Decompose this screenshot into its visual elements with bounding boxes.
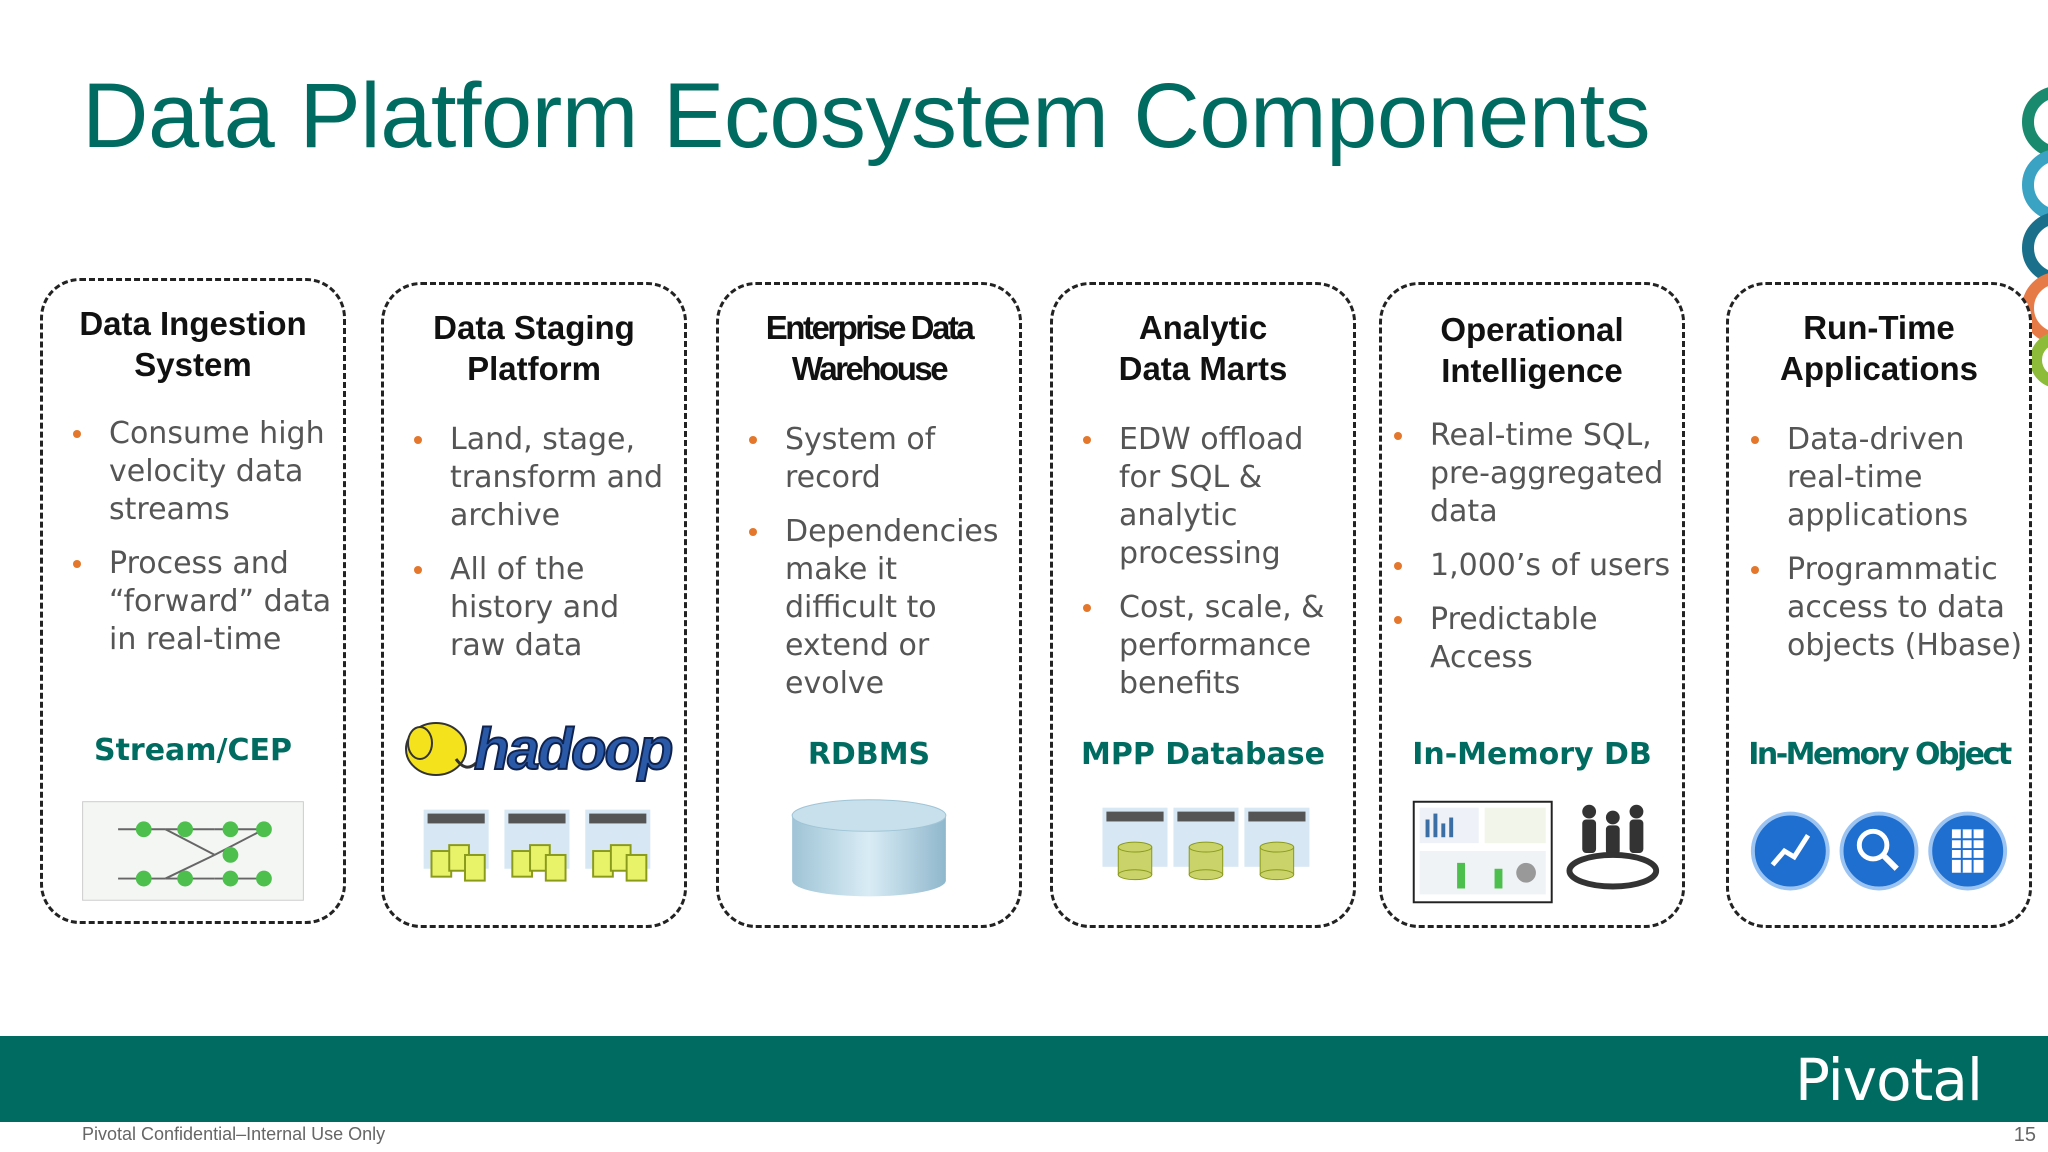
card-title: Data Ingestion System [79, 305, 307, 383]
technology-label: In-Memory Object [1748, 737, 2012, 772]
confidentiality-note: Pivotal Confidential–Internal Use Only [82, 1124, 386, 1144]
technology-label: Stream/CEP [93, 733, 293, 768]
bullet-item: All of the history and raw data [412, 551, 678, 665]
card-title: Operational Intelligence [1440, 311, 1624, 389]
card-analytic-data-marts: Analytic Data Marts EDW offload for SQL … [1050, 282, 1356, 928]
bullet-item: Dependencies make it difficult to extend… [747, 513, 1017, 703]
technology-label: MPP Database [1081, 737, 1325, 772]
card-title: Enterprise Data Warehouse [765, 309, 975, 387]
bullet-list: Real-time SQL, pre-aggregated data 1,000… [1392, 417, 1680, 717]
hadoop-text: hadoop [474, 717, 672, 782]
bullet-item: EDW offload for SQL & analytic processin… [1081, 421, 1347, 573]
bullet-item: Consume high velocity data streams [71, 415, 337, 529]
bullet-item: Land, stage, transform and archive [412, 421, 678, 535]
card-title: Run-Time Applications [1779, 309, 1979, 387]
bullet-list: Consume high velocity data streams Proce… [71, 415, 337, 675]
database-cylinder-icon [733, 785, 1005, 921]
dashboard-users-icon [1396, 785, 1668, 921]
slide-title: Data Platform Ecosystem Components [82, 65, 1651, 167]
app-icons [1743, 785, 2015, 921]
bullet-item: Process and “forward” data in real-time [71, 545, 337, 659]
bullet-list: Data-driven real-time applications Progr… [1749, 421, 2027, 681]
page-number: 15 [2013, 1124, 2036, 1146]
technology-label: RDBMS [807, 737, 931, 772]
card-data-staging: Data Staging Platform Land, stage, trans… [381, 282, 687, 928]
card-title: Analytic Data Marts [1118, 309, 1288, 387]
card-run-time-applications: Run-Time Applications Data-driven real-t… [1726, 282, 2032, 928]
mpp-nodes-icon [1067, 785, 1339, 921]
card-data-ingestion: Data Ingestion System Consume high veloc… [40, 278, 346, 924]
card-enterprise-warehouse: Enterprise Data Warehouse System of reco… [716, 282, 1022, 928]
footer-band [0, 1036, 2048, 1122]
pivotal-logo: Pivotal [1794, 1046, 1983, 1114]
card-operational-intelligence: Operational Intelligence Real-time SQL, … [1379, 282, 1685, 928]
bullet-list: Land, stage, transform and archive All o… [412, 421, 678, 681]
bullet-list: System of record Dependencies make it di… [747, 421, 1017, 719]
bullet-item: Real-time SQL, pre-aggregated data [1392, 417, 1680, 531]
hadoop-cluster-icon [398, 785, 670, 921]
bullet-list: EDW offload for SQL & analytic processin… [1081, 421, 1347, 719]
bullet-item: Data-driven real-time applications [1749, 421, 2027, 535]
card-title: Data Staging Platform [433, 309, 635, 387]
bullet-item: 1,000’s of users [1392, 547, 1680, 585]
hadoop-logo: hadoop [398, 703, 688, 787]
bullet-item: Cost, scale, & performance benefits [1081, 589, 1347, 703]
technology-label: In-Memory DB [1412, 737, 1652, 772]
bullet-item: Predictable Access [1392, 601, 1680, 677]
stream-flow-diagram-icon [57, 781, 329, 917]
bullet-item: System of record [747, 421, 1017, 497]
bullet-item: Programmatic access to data objects (Hba… [1749, 551, 2027, 665]
